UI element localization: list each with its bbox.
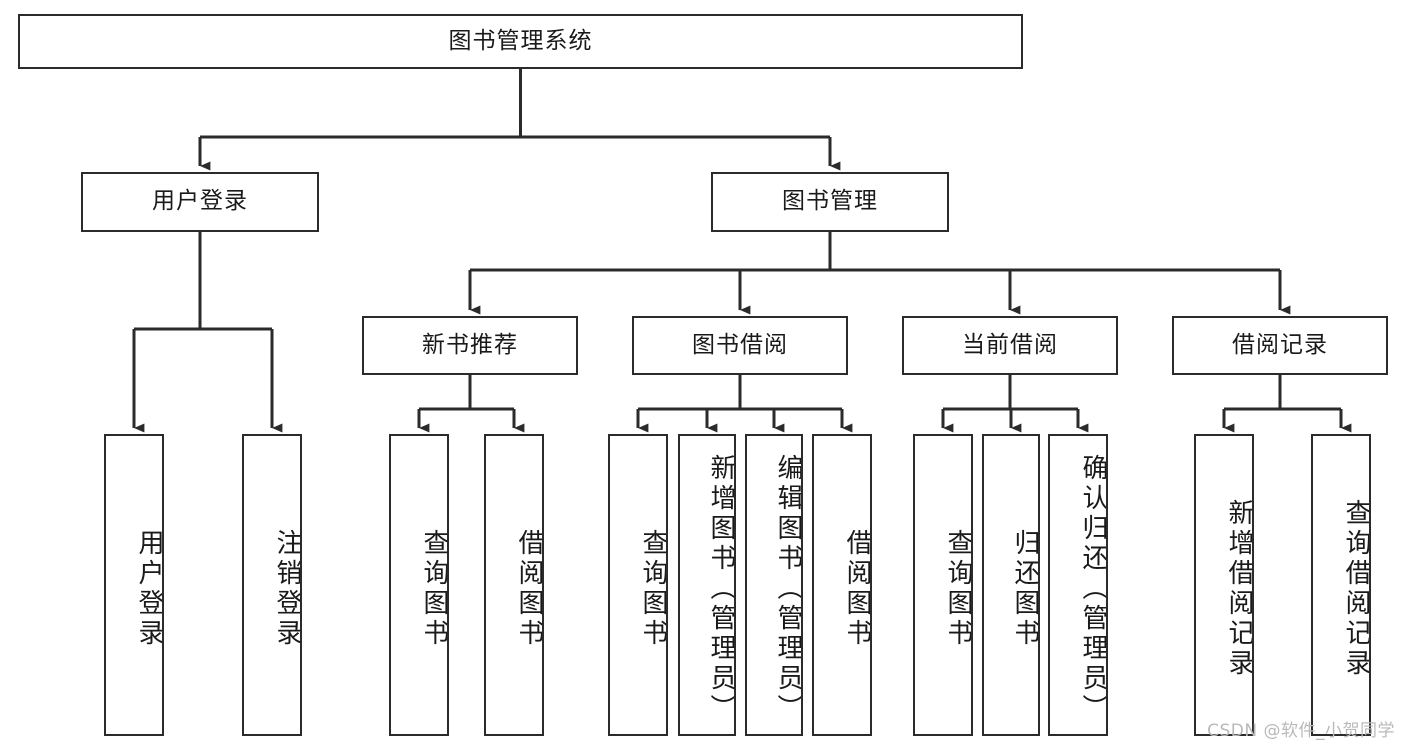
leaf-current-query-book[interactable]: 查询图书 bbox=[913, 434, 973, 736]
leaf-current-confirm-return[interactable]: 确认归还（管理员） bbox=[1048, 434, 1108, 736]
leaf-user-login[interactable]: 用户登录 bbox=[104, 434, 164, 736]
leaf-borrow-borrow-book-label: 借阅图书 bbox=[842, 529, 872, 649]
node-root[interactable]: 图书管理系统 bbox=[18, 14, 1023, 69]
leaf-record-add-record[interactable]: 新增借阅记录 bbox=[1194, 434, 1254, 736]
leaf-current-query-book-label: 查询图书 bbox=[943, 529, 973, 649]
leaf-borrow-query-book-label: 查询图书 bbox=[638, 529, 668, 649]
node-book-manage[interactable]: 图书管理 bbox=[711, 172, 949, 232]
node-book-borrow[interactable]: 图书借阅 bbox=[632, 316, 848, 375]
node-user-login[interactable]: 用户登录 bbox=[81, 172, 319, 232]
leaf-recommend-query-book[interactable]: 查询图书 bbox=[389, 434, 449, 736]
node-current-borrow-label: 当前借阅 bbox=[962, 331, 1058, 358]
leaf-user-login-label: 用户登录 bbox=[134, 529, 164, 649]
leaf-record-query-record-label: 查询借阅记录 bbox=[1341, 499, 1371, 679]
leaf-current-return-book[interactable]: 归还图书 bbox=[982, 434, 1040, 736]
leaf-user-logout[interactable]: 注销登录 bbox=[242, 434, 302, 736]
leaf-borrow-query-book[interactable]: 查询图书 bbox=[608, 434, 668, 736]
leaf-record-query-record[interactable]: 查询借阅记录 bbox=[1311, 434, 1371, 736]
node-book-manage-label: 图书管理 bbox=[782, 188, 878, 215]
leaf-current-return-book-label: 归还图书 bbox=[1010, 529, 1040, 649]
leaf-borrow-edit-book[interactable]: 编辑图书（管理员） bbox=[745, 434, 803, 736]
node-book-borrow-label: 图书借阅 bbox=[692, 331, 788, 358]
leaf-recommend-borrow-book[interactable]: 借阅图书 bbox=[484, 434, 544, 736]
leaf-borrow-add-book[interactable]: 新增图书（管理员） bbox=[678, 434, 736, 736]
leaf-borrow-add-book-label: 新增图书（管理员） bbox=[706, 454, 736, 724]
node-root-label: 图书管理系统 bbox=[448, 27, 593, 54]
node-new-book-recommend[interactable]: 新书推荐 bbox=[362, 316, 578, 375]
node-current-borrow[interactable]: 当前借阅 bbox=[902, 316, 1118, 375]
leaf-current-confirm-return-label: 确认归还（管理员） bbox=[1078, 454, 1108, 724]
leaf-borrow-borrow-book[interactable]: 借阅图书 bbox=[812, 434, 872, 736]
leaf-borrow-edit-book-label: 编辑图书（管理员） bbox=[773, 454, 803, 724]
leaf-record-add-record-label: 新增借阅记录 bbox=[1224, 499, 1254, 679]
leaf-recommend-query-book-label: 查询图书 bbox=[419, 529, 449, 649]
leaf-recommend-borrow-book-label: 借阅图书 bbox=[514, 529, 544, 649]
node-new-book-recommend-label: 新书推荐 bbox=[422, 331, 518, 358]
leaf-user-logout-label: 注销登录 bbox=[272, 529, 302, 649]
node-borrow-record-label: 借阅记录 bbox=[1232, 331, 1328, 358]
node-user-login-label: 用户登录 bbox=[152, 188, 248, 215]
node-borrow-record[interactable]: 借阅记录 bbox=[1172, 316, 1388, 375]
